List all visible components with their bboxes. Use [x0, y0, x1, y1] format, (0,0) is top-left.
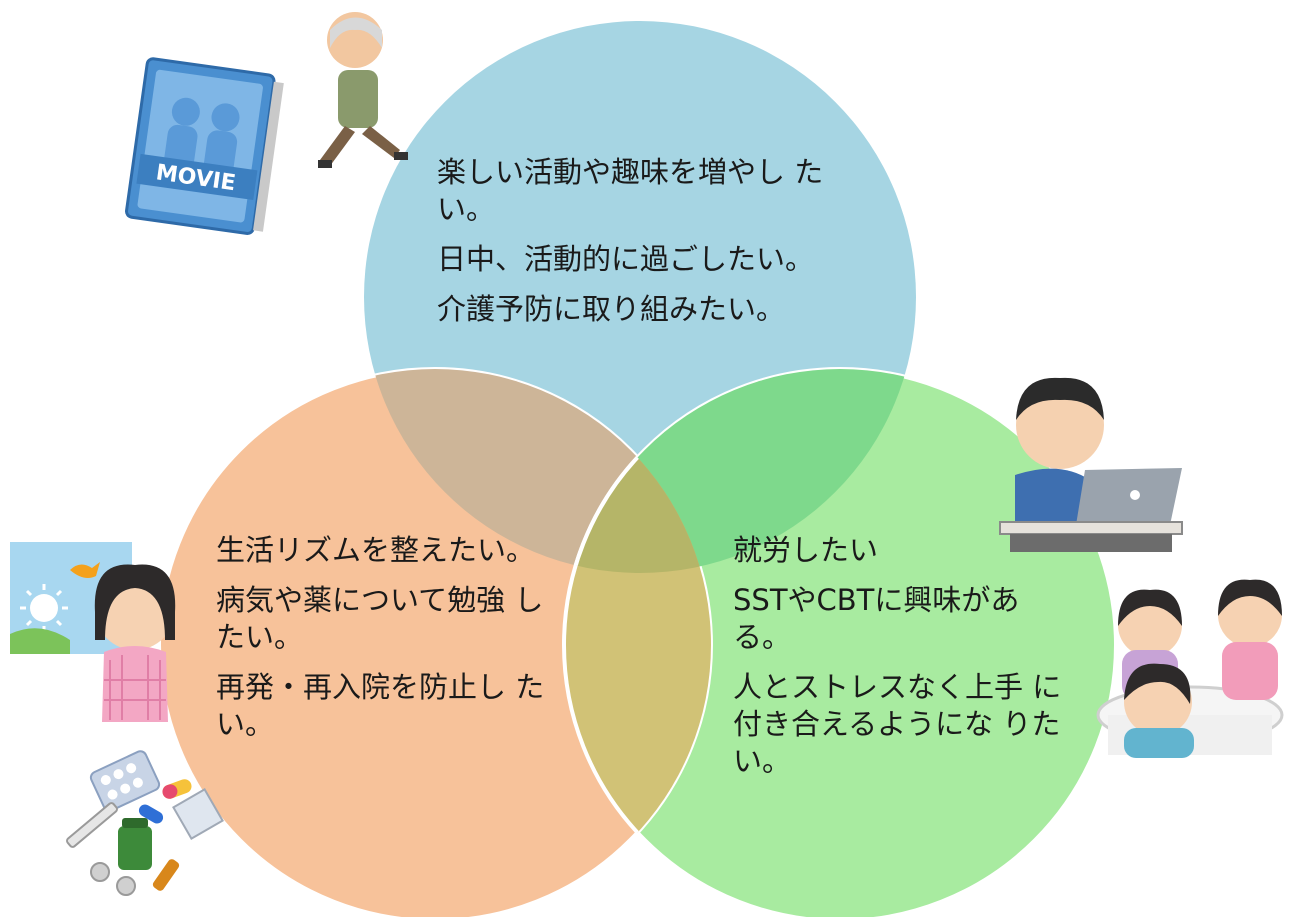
right-circle-text: 就労したい SSTやCBTに興味があ る。 人とストレスなく上手 に付き合えるよ… [733, 532, 1073, 793]
stretching-elder-icon [318, 12, 408, 168]
overlap-top-right [564, 369, 916, 573]
right-item-2: SSTやCBTに興味があ る。 [733, 583, 1020, 654]
top-circle-text: 楽しい活動や趣味を増やし たい。 日中、活動的に過ごしたい。 介護予防に取り組み… [437, 154, 837, 341]
right-item-1: 就労したい [733, 533, 879, 567]
laptop-worker-icon [999, 377, 1183, 552]
right-item-3: 人とストレスなく上手 に付き合えるようにな りたい。 [733, 670, 1062, 778]
top-item-3: 介護予防に取り組みたい。 [437, 292, 786, 326]
left-item-2: 病気や薬について勉強 したい。 [216, 583, 544, 654]
overlap-top-left [364, 369, 711, 573]
left-circle-text: 生活リズムを整えたい。 病気や薬について勉強 したい。 再発・再入院を防止し た… [216, 532, 546, 756]
left-item-1: 生活リズムを整えたい。 [216, 533, 536, 567]
top-item-1: 楽しい活動や趣味を増やし たい。 [437, 155, 824, 226]
smiling-girl-icon [94, 564, 176, 722]
left-item-3: 再発・再入院を防止し たい。 [216, 670, 545, 741]
medicine-icon [66, 750, 224, 896]
top-item-2: 日中、活動的に過ごしたい。 [437, 242, 815, 276]
group-talk-icon [1096, 579, 1284, 758]
movie-dvd-icon: MOVIE [125, 57, 284, 235]
